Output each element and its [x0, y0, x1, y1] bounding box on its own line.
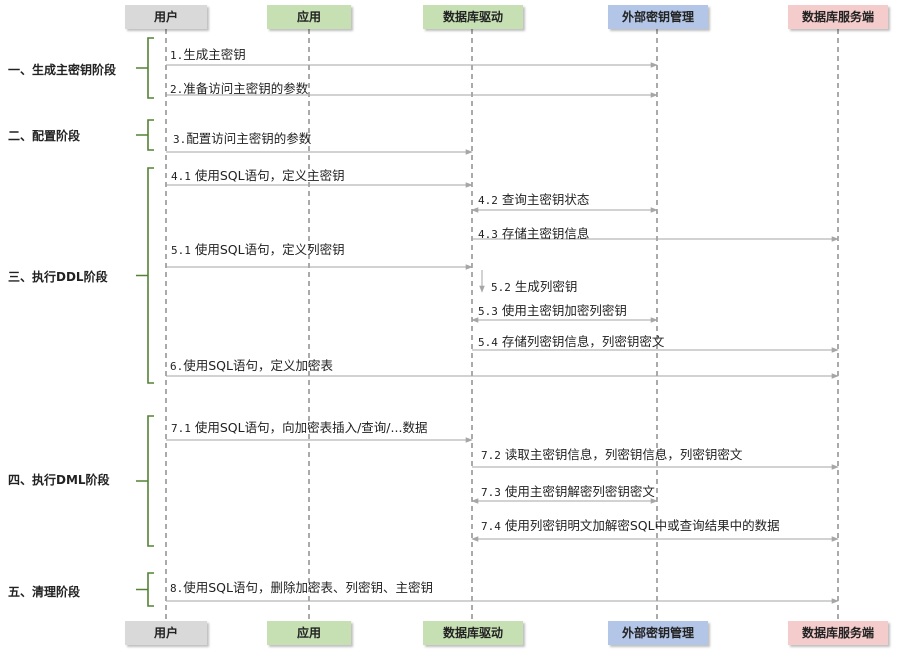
actor-user-top: 用户 [125, 5, 207, 29]
actor-app-bottom: 应用 [267, 621, 351, 645]
phase-bracket-2 [136, 119, 154, 151]
message-4-3: 4.3 存储主密钥信息 [478, 226, 590, 241]
phase-ddl: 三、执行DDL阶段 [8, 270, 108, 284]
message-7-2: 7.2 读取主密钥信息，列密钥信息，列密钥密文 [481, 447, 743, 462]
phase-bracket-4 [136, 415, 154, 547]
message-2: 2.准备访问主密钥的参数 [170, 81, 309, 96]
message-5-1: 5.1 使用SQL语句，定义列密钥 [171, 242, 345, 257]
message-5-4: 5.4 存储列密钥信息，列密钥密文 [478, 334, 665, 349]
actor-driver-bottom: 数据库驱动 [423, 621, 523, 645]
message-4-2: 4.2 查询主密钥状态 [478, 192, 590, 207]
message-5-3: 5.3 使用主密钥加密列密钥 [478, 303, 627, 318]
actor-kms-top: 外部密钥管理 [608, 5, 708, 29]
message-7-4: 7.4 使用列密钥明文加解密SQL中或查询结果中的数据 [481, 518, 780, 533]
phase-cleanup: 五、清理阶段 [8, 585, 81, 599]
actor-driver-top: 数据库驱动 [423, 5, 523, 29]
message-4-1: 4.1 使用SQL语句，定义主密钥 [171, 168, 345, 183]
message-8: 8.使用SQL语句，删除加密表、列密钥、主密钥 [170, 580, 433, 595]
message-3: 3.配置访问主密钥的参数 [173, 131, 312, 146]
message-6: 6.使用SQL语句，定义加密表 [170, 358, 333, 373]
message-7-1: 7.1 使用SQL语句，向加密表插入/查询/...数据 [171, 420, 428, 435]
actor-app-top: 应用 [267, 5, 351, 29]
phase-bracket-5 [136, 572, 154, 607]
message-5-2: 5.2 生成列密钥 [491, 279, 578, 294]
actor-server-top: 数据库服务端 [788, 5, 888, 29]
phase-bracket-1 [136, 37, 154, 99]
actor-kms-bottom: 外部密钥管理 [608, 621, 708, 645]
message-1: 1.生成主密钥 [170, 47, 246, 62]
message-7-3: 7.3 使用主密钥解密列密钥密文 [481, 484, 655, 499]
phase-config: 二、配置阶段 [8, 129, 81, 143]
phase-bracket-3 [136, 167, 154, 384]
actor-server-bottom: 数据库服务端 [788, 621, 888, 645]
phase-dml: 四、执行DML阶段 [8, 473, 110, 487]
actor-user-bottom: 用户 [125, 621, 207, 645]
phase-generate-master-key: 一、生成主密钥阶段 [8, 63, 117, 77]
